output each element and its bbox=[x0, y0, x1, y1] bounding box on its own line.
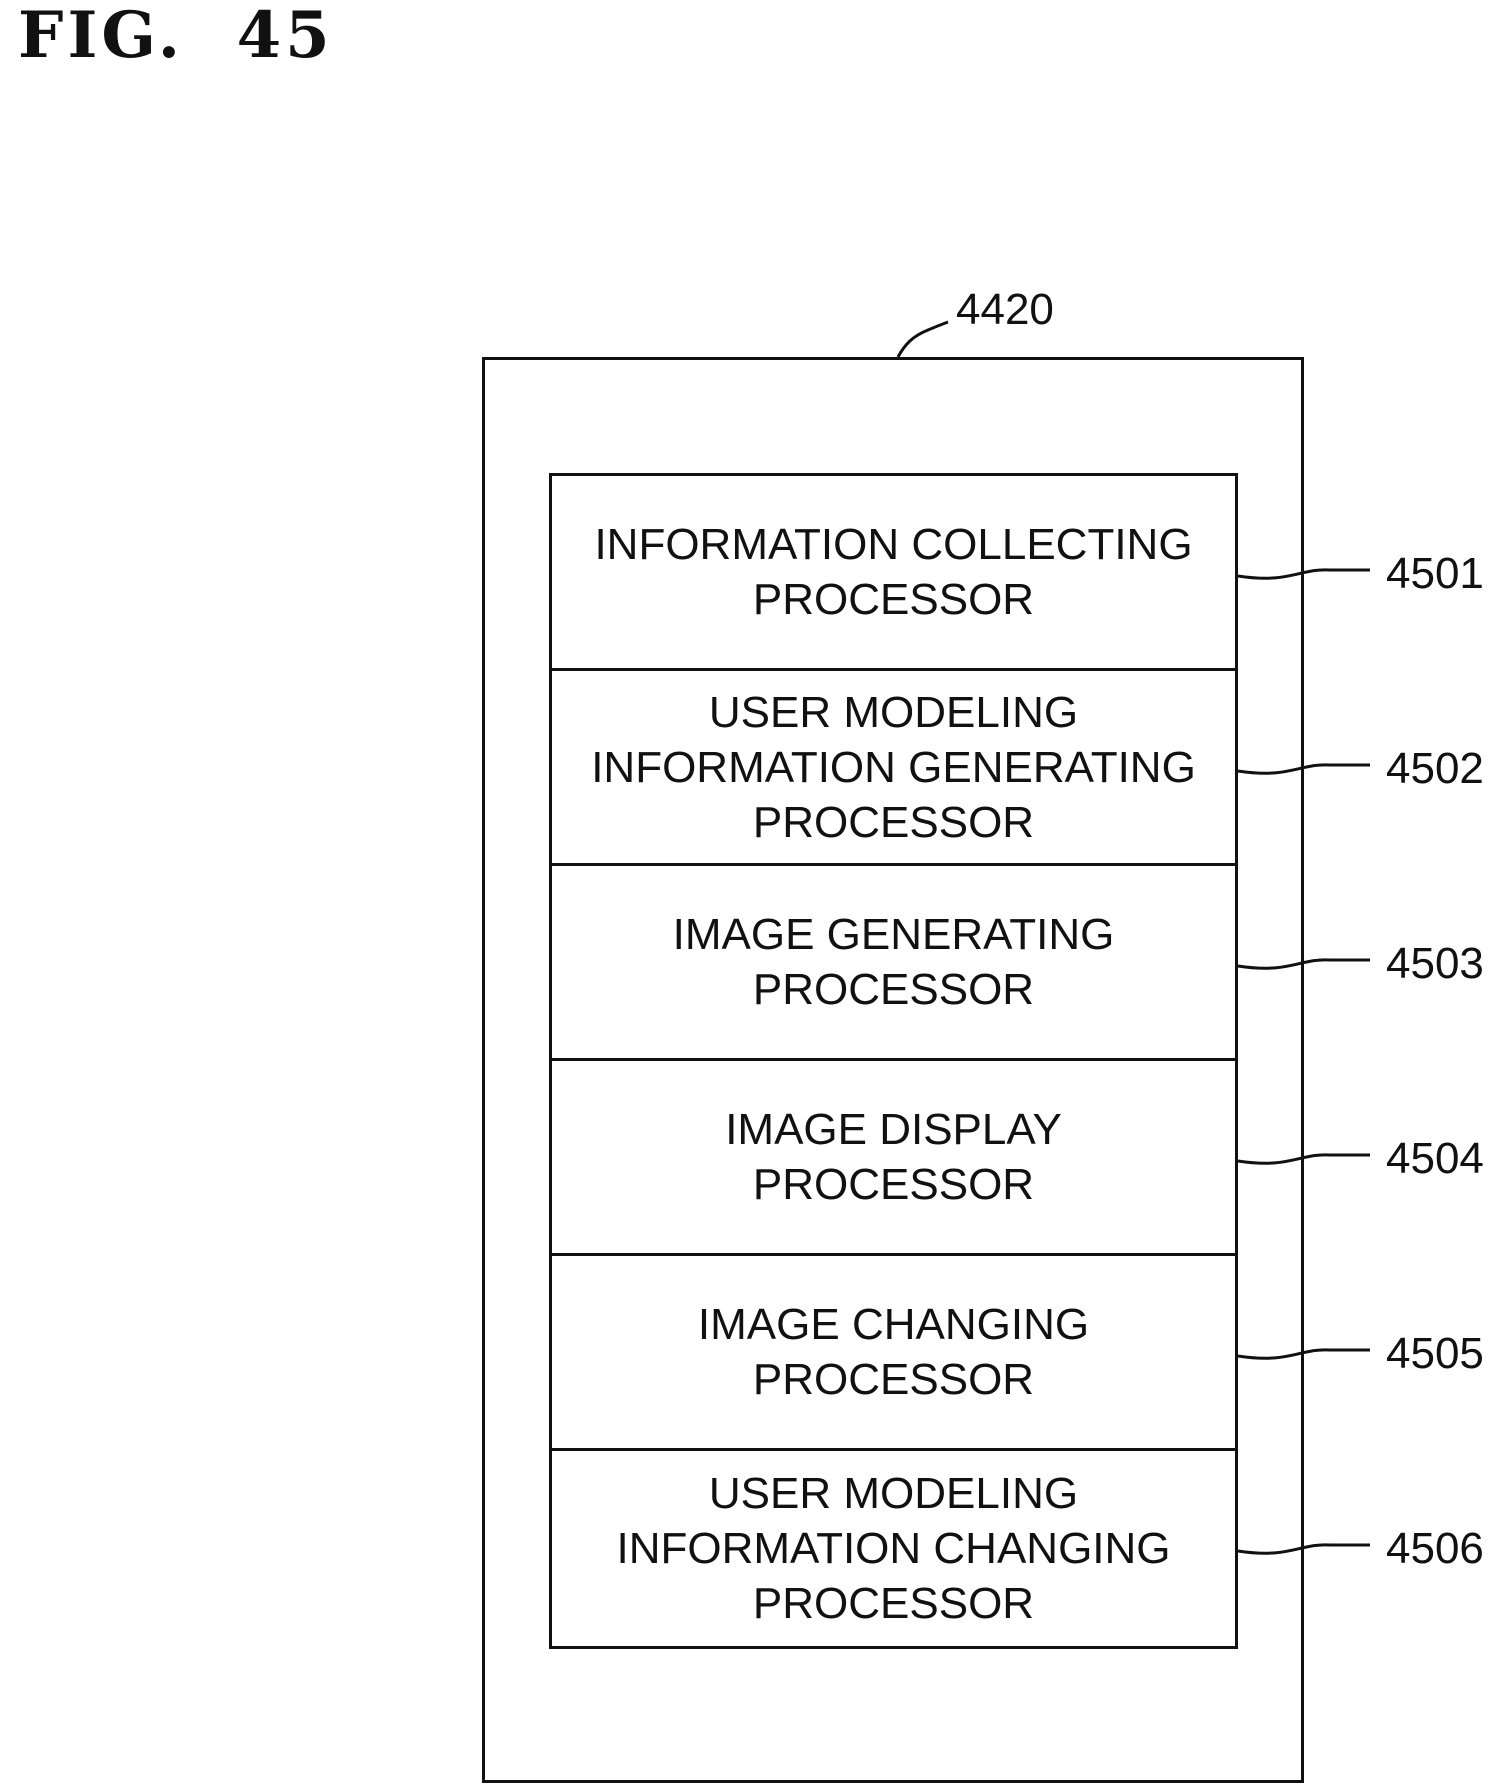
ref-label-4504: 4504 bbox=[1386, 1137, 1484, 1181]
processor-stack: INFORMATION COLLECTING PROCESSOR USER MO… bbox=[549, 473, 1238, 1649]
ref-label-4501: 4501 bbox=[1386, 552, 1484, 596]
processor-block-user-modeling-generating: USER MODELING INFORMATION GENERATING PRO… bbox=[552, 671, 1235, 866]
processor-block-user-modeling-changing: USER MODELING INFORMATION CHANGING PROCE… bbox=[552, 1451, 1235, 1646]
ref-label-4506: 4506 bbox=[1386, 1527, 1484, 1571]
figure-title: FIG. 45 bbox=[18, 4, 334, 68]
leader-line-4420 bbox=[898, 322, 948, 357]
ref-label-4505: 4505 bbox=[1386, 1332, 1484, 1376]
ref-label-4502: 4502 bbox=[1386, 747, 1484, 791]
processor-block-image-display: IMAGE DISPLAY PROCESSOR bbox=[552, 1061, 1235, 1256]
outer-ref-label: 4420 bbox=[956, 288, 1054, 332]
processor-block-image-changing: IMAGE CHANGING PROCESSOR bbox=[552, 1256, 1235, 1451]
processor-block-information-collecting: INFORMATION COLLECTING PROCESSOR bbox=[552, 476, 1235, 671]
processor-block-image-generating: IMAGE GENERATING PROCESSOR bbox=[552, 866, 1235, 1061]
ref-label-4503: 4503 bbox=[1386, 942, 1484, 986]
